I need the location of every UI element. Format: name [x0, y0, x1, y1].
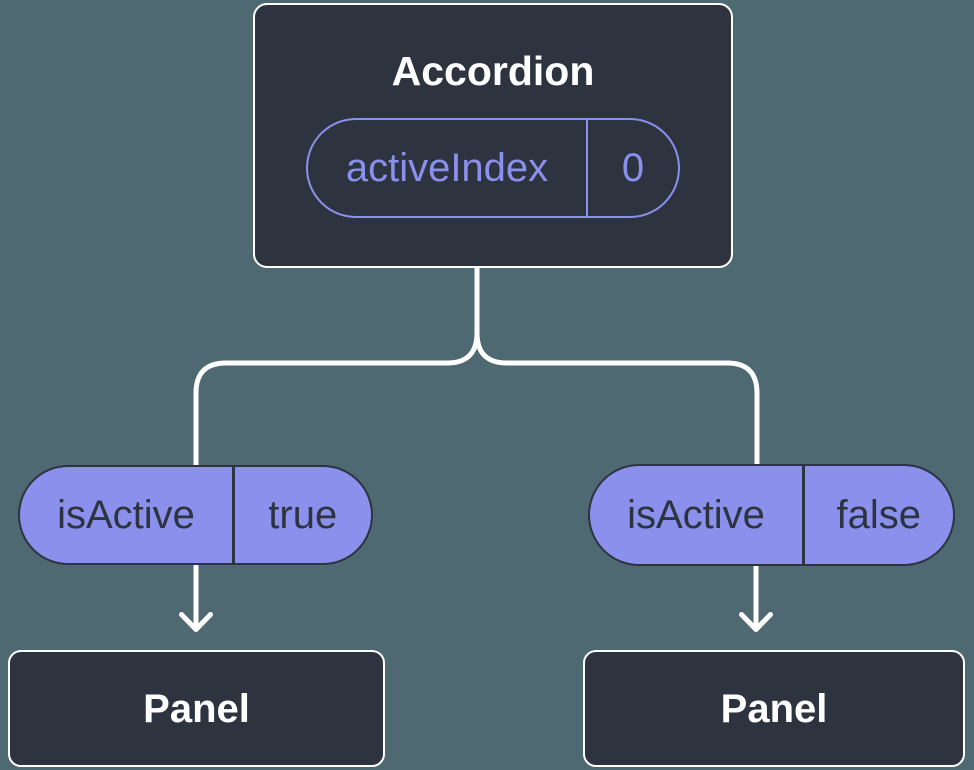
- panel-node-right: Panel: [583, 650, 965, 767]
- arrow-down-icon-right: [739, 612, 773, 632]
- panel-node-right-title: Panel: [720, 686, 828, 731]
- state-pill-divider: [586, 120, 588, 216]
- state-pill-value: 0: [621, 146, 645, 190]
- panel-node-left: Panel: [8, 650, 385, 767]
- connector-root-to-right-pill: [474, 265, 760, 469]
- prop-pill-left-label: isActive: [57, 493, 195, 537]
- arrow-down-icon-left: [179, 612, 213, 632]
- prop-pill-right-divider: [802, 466, 805, 564]
- prop-pill-right: isActive false: [588, 464, 955, 566]
- panel-node-left-title: Panel: [143, 686, 250, 731]
- prop-pill-left-value: true: [268, 493, 338, 537]
- state-pill-label: activeIndex: [345, 146, 549, 190]
- prop-pill-right-label: isActive: [627, 493, 765, 537]
- prop-pill-right-value: false: [836, 493, 922, 537]
- state-pill: activeIndex 0: [306, 118, 680, 218]
- prop-pill-left: isActive true: [18, 465, 373, 565]
- accordion-node-title: Accordion: [391, 48, 595, 94]
- prop-pill-left-divider: [232, 467, 235, 563]
- connector-root-to-left-pill: [193, 265, 480, 469]
- accordion-node: Accordion activeIndex 0: [253, 3, 733, 268]
